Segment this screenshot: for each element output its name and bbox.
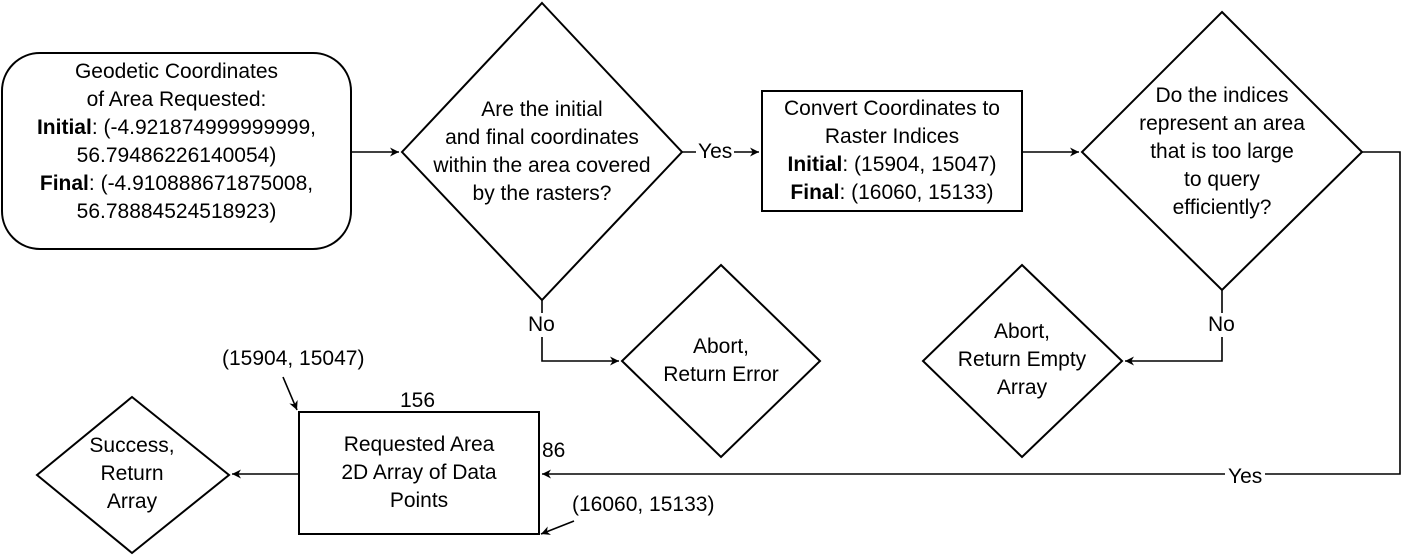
abort-error-shape xyxy=(620,263,822,459)
edge-label-yes-decision2: Yes xyxy=(1225,465,1266,489)
edge-label-no-decision1: No xyxy=(526,313,557,337)
start-line2: of Area Requested: xyxy=(86,88,267,111)
result-node-shape xyxy=(298,411,540,535)
start-initial-value: : (-4.921874999999999, xyxy=(91,116,317,139)
start-initial-label: Initial xyxy=(36,116,92,139)
abort-empty-line1: Abort, xyxy=(993,320,1051,343)
width-annotation: 156 xyxy=(400,389,436,412)
height-annotation: 86 xyxy=(542,439,566,462)
convert-node-shape xyxy=(761,90,1023,212)
success-shape xyxy=(35,395,231,555)
decision2-line4: to query xyxy=(1184,168,1260,191)
result-node: Requested Area 2D Array of Data Points xyxy=(299,431,539,515)
decision1-line1: Are the initial xyxy=(481,98,603,121)
convert-initial-row: Initial: (15904, 15047) xyxy=(762,151,1022,179)
convert-final-value: : (16060, 15133) xyxy=(839,181,994,204)
start-final-value: : (-4.910888671875008, xyxy=(88,172,314,195)
convert-final-label: Final xyxy=(790,181,840,204)
success-line3: Array xyxy=(106,490,158,513)
success-line1: Success, xyxy=(89,434,175,457)
convert-line1: Convert Coordinates to xyxy=(784,97,1000,120)
decision2-line1: Do the indices xyxy=(1155,84,1289,107)
start-line1: Geodetic Coordinates xyxy=(74,60,279,83)
start-final-label: Final xyxy=(39,172,89,195)
abort-error-node: Abort, Return Error xyxy=(631,333,811,389)
abort-empty-line2: Return Empty xyxy=(957,348,1087,371)
decision1-line3: within the area covered xyxy=(433,154,651,177)
convert-initial-value: : (15904, 15047) xyxy=(842,153,997,176)
success-line2: Return xyxy=(100,462,164,485)
decision2-line3: that is too large xyxy=(1150,140,1294,163)
convert-line2: Raster Indices xyxy=(824,125,960,148)
start-node-shape xyxy=(1,52,352,250)
convert-node: Convert Coordinates to Raster Indices In… xyxy=(762,95,1022,207)
convert-initial-label: Initial xyxy=(787,153,843,176)
decision2-node: Do the indices represent an area that is… xyxy=(1102,82,1342,222)
abort-error-line2: Return Error xyxy=(663,363,779,386)
decision2-line5: efficiently? xyxy=(1172,196,1272,219)
bottom-right-corner-annotation: (16060, 15133) xyxy=(572,493,715,516)
bottom-right-pointer-arrow xyxy=(540,520,575,535)
edge-decision2-yes xyxy=(542,151,1401,479)
decision2-line2: represent an area xyxy=(1139,112,1305,135)
top-left-corner-annotation: (15904, 15047) xyxy=(222,347,365,370)
decision1-line2: and final coordinates xyxy=(445,126,639,149)
result-line2: 2D Array of Data xyxy=(341,461,497,484)
convert-final-row: Final: (16060, 15133) xyxy=(762,179,1022,207)
start-initial-row: Initial: (-4.921874999999999, xyxy=(2,114,351,142)
abort-empty-shape xyxy=(921,263,1124,459)
decision1-node: Are the initial and final coordinates wi… xyxy=(402,96,682,208)
edge-label-yes-decision1: Yes xyxy=(696,140,735,164)
start-final-value2: 56.78884524518923) xyxy=(76,200,277,223)
top-left-pointer-arrow xyxy=(282,376,298,411)
result-line1: Requested Area xyxy=(343,433,495,456)
result-line3: Points xyxy=(389,489,449,512)
start-final-row: Final: (-4.910888671875008, xyxy=(2,170,351,198)
start-node: Geodetic Coordinates of Area Requested: … xyxy=(2,58,351,226)
start-initial-value2: 56.79486226140054) xyxy=(76,144,277,167)
success-node: Success, Return Array xyxy=(62,432,202,516)
abort-empty-node: Abort, Return Empty Array xyxy=(932,318,1112,402)
abort-error-line1: Abort, xyxy=(692,335,750,358)
edge-label-no-decision2: No xyxy=(1206,313,1237,337)
decision1-line4: by the rasters? xyxy=(472,182,612,205)
abort-empty-line3: Array xyxy=(996,376,1048,399)
